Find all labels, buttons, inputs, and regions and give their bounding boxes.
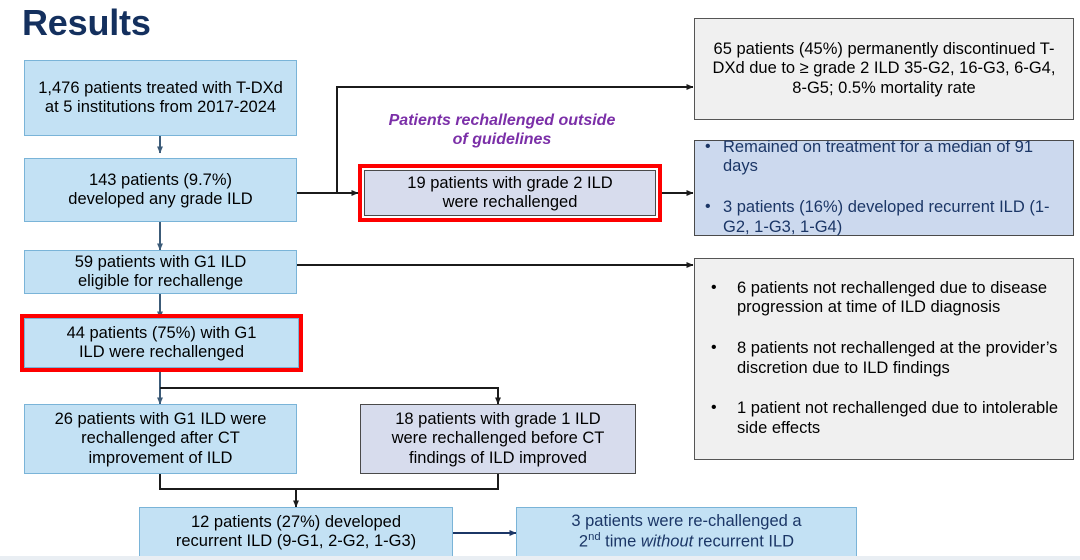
- list-item: 1 patient not rechallenged due to intole…: [703, 398, 1063, 439]
- node-permanent-discontinuation[interactable]: 65 patients (45%) permanently discontinu…: [694, 18, 1074, 120]
- node-g1-rechallenged[interactable]: 44 patients (75%) with G1 ILD were recha…: [24, 318, 299, 368]
- second-rechallenge-text: 3 patients were re-challenged a 2nd time…: [571, 511, 802, 551]
- node-grade2-rechallenged[interactable]: 19 patients with grade 2 ILD were rechal…: [364, 170, 656, 216]
- list-item: 6 patients not rechallenged due to disea…: [703, 278, 1063, 319]
- node-recurrent-ild[interactable]: 12 patients (27%) developed recurrent IL…: [139, 507, 453, 557]
- not-rechallenged-reasons-list: 6 patients not rechallenged due to disea…: [695, 236, 1073, 483]
- node-any-grade-ild[interactable]: 143 patients (9.7%) developed any grade …: [24, 158, 297, 222]
- page-title: Results: [22, 2, 151, 43]
- list-item: 3 patients (16%) developed recurrent ILD…: [703, 197, 1063, 238]
- highlight-ring-grade2-rechallenged: [358, 164, 662, 222]
- annotation-patients-outside-guidelines: Patients rechallenged outside of guideli…: [388, 112, 616, 148]
- node-cohort[interactable]: 1,476 patients treated with T-DXd at 5 i…: [24, 60, 297, 136]
- list-item: Remained on treatment for a median of 91…: [703, 137, 1063, 178]
- highlight-ring-g1-rechallenged: [20, 314, 303, 372]
- node-not-rechallenged-reasons[interactable]: 6 patients not rechallenged due to disea…: [694, 258, 1074, 460]
- bottom-strip: [0, 556, 1080, 560]
- node-second-rechallenge[interactable]: 3 patients were re-challenged a 2nd time…: [516, 507, 857, 557]
- node-g1-eligible[interactable]: 59 patients with G1 ILD eligible for rec…: [24, 250, 297, 294]
- node-rechallenged-before-ct[interactable]: 18 patients with grade 1 ILD were rechal…: [360, 404, 636, 474]
- node-rechallenged-after-ct[interactable]: 26 patients with G1 ILD were rechallenge…: [24, 404, 297, 474]
- grade2-outcomes-list: Remained on treatment for a median of 91…: [695, 95, 1073, 282]
- node-grade2-outcomes[interactable]: Remained on treatment for a median of 91…: [694, 137, 1074, 236]
- list-item: 8 patients not rechallenged at the provi…: [703, 338, 1063, 379]
